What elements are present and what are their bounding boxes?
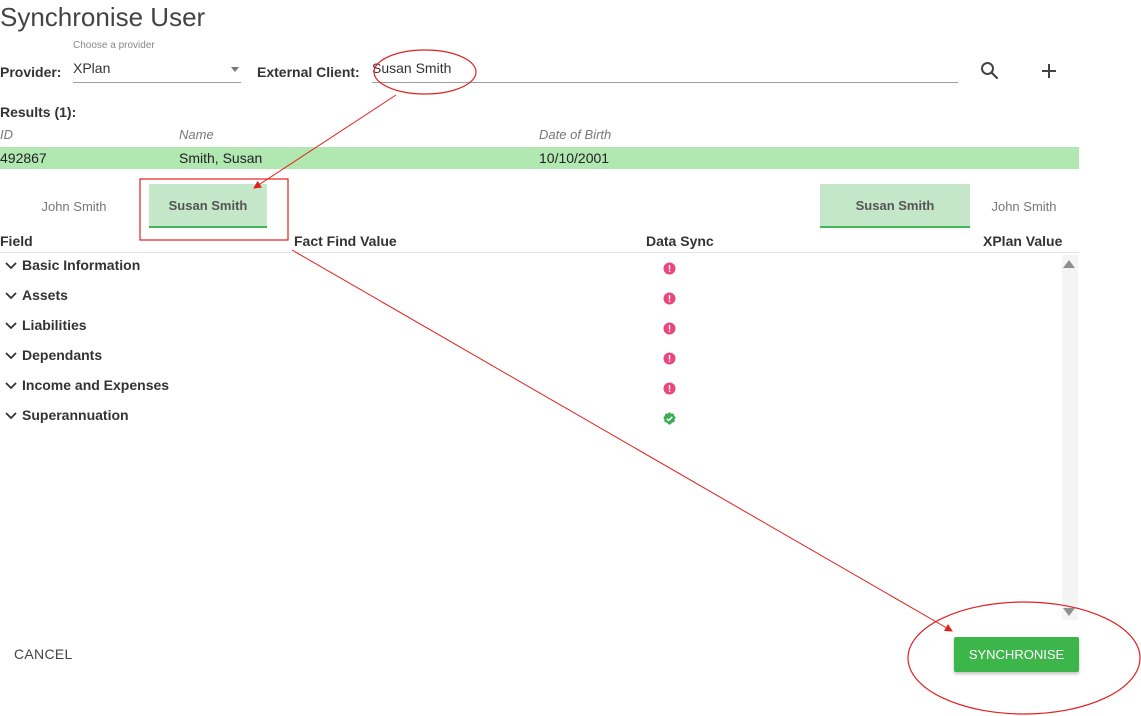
section-basic-information[interactable]: Basic Information: [4, 254, 140, 276]
scroll-up-icon[interactable]: [1063, 260, 1075, 268]
error-status-icon: [663, 262, 676, 275]
section-label: Income and Expenses: [22, 377, 170, 393]
add-button[interactable]: [1034, 56, 1064, 86]
section-label: Liabilities: [22, 317, 87, 333]
external-client-label: External Client:: [257, 64, 360, 80]
chevron-down-icon: [5, 382, 17, 390]
result-dob: 10/10/2001: [539, 150, 610, 166]
tab-john-smith-left[interactable]: John Smith: [41, 198, 107, 214]
verified-check-icon: [663, 412, 676, 425]
header-data-sync: Data Sync: [646, 233, 714, 249]
plus-icon: [1042, 64, 1056, 78]
header-divider: [0, 252, 1079, 253]
caret-down-icon: [231, 67, 239, 72]
provider-select-value: XPlan: [73, 60, 111, 76]
chevron-down-icon: [5, 412, 17, 420]
error-status-icon: [663, 292, 676, 305]
search-icon: [981, 62, 999, 80]
external-client-input[interactable]: Susan Smith: [372, 58, 958, 83]
provider-helper-text: Choose a provider: [73, 40, 155, 51]
results-col-id: ID: [0, 127, 13, 142]
header-fact-find-value: Fact Find Value: [294, 233, 397, 249]
header-field: Field: [0, 233, 33, 249]
section-liabilities[interactable]: Liabilities: [4, 314, 87, 336]
tab-susan-smith-left[interactable]: Susan Smith: [149, 184, 267, 228]
scrollbar-track[interactable]: [1062, 255, 1078, 620]
results-label: Results (1):: [0, 104, 77, 120]
scroll-down-icon[interactable]: [1063, 608, 1075, 616]
search-button[interactable]: [975, 56, 1005, 86]
result-name: Smith, Susan: [179, 150, 263, 166]
section-income-and-expenses[interactable]: Income and Expenses: [4, 374, 169, 396]
annotation-arrow-to-sync: [291, 249, 953, 632]
section-label: Superannuation: [22, 407, 129, 423]
chevron-down-icon: [5, 292, 17, 300]
results-col-name: Name: [179, 127, 214, 142]
section-label: Assets: [22, 287, 68, 303]
synchronise-button[interactable]: SYNCHRONISE: [954, 637, 1079, 672]
provider-select[interactable]: XPlan: [73, 58, 241, 83]
result-id: 492867: [0, 150, 47, 166]
error-status-icon: [663, 382, 676, 395]
chevron-down-icon: [5, 322, 17, 330]
section-superannuation[interactable]: Superannuation: [4, 404, 129, 426]
page-title: Synchronise User: [0, 2, 206, 32]
header-xplan-value: XPlan Value: [983, 233, 1063, 249]
section-label: Dependants: [22, 347, 103, 363]
tab-susan-smith-right[interactable]: Susan Smith: [820, 184, 970, 228]
cancel-button[interactable]: CANCEL: [14, 646, 73, 662]
provider-label: Provider:: [0, 64, 62, 80]
error-status-icon: [663, 322, 676, 335]
results-row[interactable]: 492867 Smith, Susan 10/10/2001: [0, 147, 1079, 169]
section-assets[interactable]: Assets: [4, 284, 68, 306]
annotation-arrow-to-tab: [253, 94, 397, 189]
external-client-input-value: Susan Smith: [372, 60, 452, 76]
results-col-dob: Date of Birth: [539, 127, 612, 142]
chevron-down-icon: [5, 262, 17, 270]
tab-john-smith-right[interactable]: John Smith: [991, 198, 1057, 214]
section-label: Basic Information: [22, 257, 141, 273]
section-dependants[interactable]: Dependants: [4, 344, 102, 366]
chevron-down-icon: [5, 352, 17, 360]
error-status-icon: [663, 352, 676, 365]
